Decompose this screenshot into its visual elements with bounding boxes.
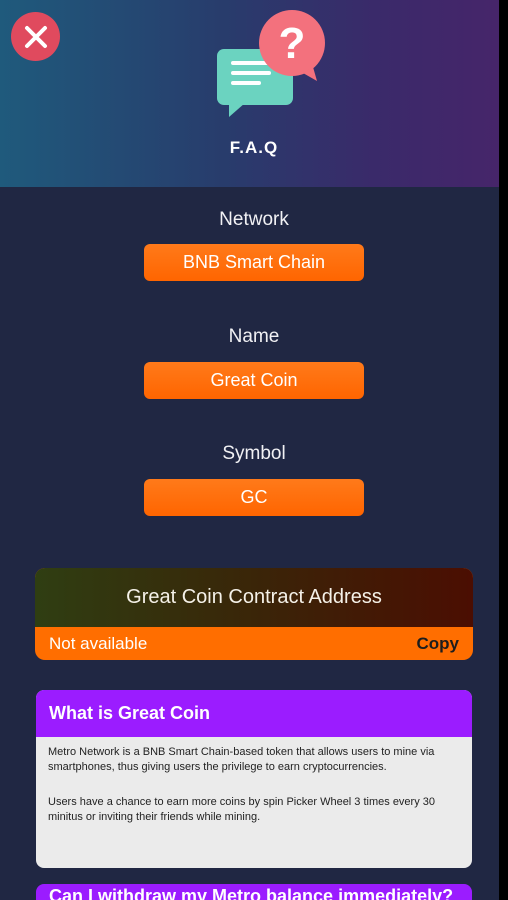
svg-text:?: ?: [279, 19, 306, 68]
network-label: Network: [219, 209, 289, 230]
contract-address-title: Great Coin Contract Address: [35, 568, 473, 627]
page-title: F.A.Q: [229, 138, 279, 157]
name-value-button[interactable]: Great Coin: [144, 362, 364, 399]
close-button[interactable]: [11, 12, 60, 61]
copy-button[interactable]: Copy: [416, 633, 460, 653]
faq-answer-paragraph: Users have a chance to earn more coins b…: [48, 796, 436, 823]
contract-address-card: Great Coin Contract Address Not availabl…: [35, 568, 473, 660]
symbol-value-button[interactable]: GC: [144, 479, 364, 516]
symbol-label: Symbol: [222, 443, 286, 464]
faq-item: What is Great Coin Metro Network is a BN…: [36, 690, 472, 868]
faq-answer: Metro Network is a BNB Smart Chain-based…: [36, 737, 472, 825]
faq-answer-paragraph: Metro Network is a BNB Smart Chain-based…: [48, 746, 435, 773]
faq-question[interactable]: Can I withdraw my Metro balance immediat…: [36, 884, 472, 900]
name-label: Name: [228, 326, 280, 347]
faq-question[interactable]: What is Great Coin: [36, 690, 472, 737]
faq-chat-question-icon: ?: [217, 10, 325, 117]
scrollbar[interactable]: [499, 0, 508, 900]
contract-address-row: Not available Copy: [35, 627, 473, 660]
contract-address-value: Not available: [49, 633, 148, 653]
close-icon: [24, 25, 47, 48]
network-value-button[interactable]: BNB Smart Chain: [144, 244, 364, 281]
